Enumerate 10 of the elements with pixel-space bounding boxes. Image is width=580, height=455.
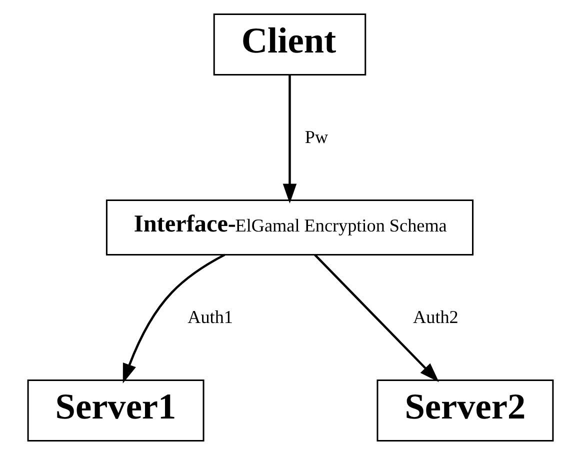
node-box: Server1 [26, 380, 204, 442]
node-box: Client [212, 13, 366, 76]
arrow [122, 254, 225, 384]
edge-label: Pw [304, 126, 328, 147]
node-box: Server2 [376, 380, 554, 442]
node-box: Interface-ElGamal Encryption Schema [105, 200, 474, 256]
arrow [314, 254, 439, 382]
edge-label: Auth2 [412, 306, 458, 327]
edge-label: Auth1 [187, 306, 232, 327]
arrow [282, 74, 296, 204]
